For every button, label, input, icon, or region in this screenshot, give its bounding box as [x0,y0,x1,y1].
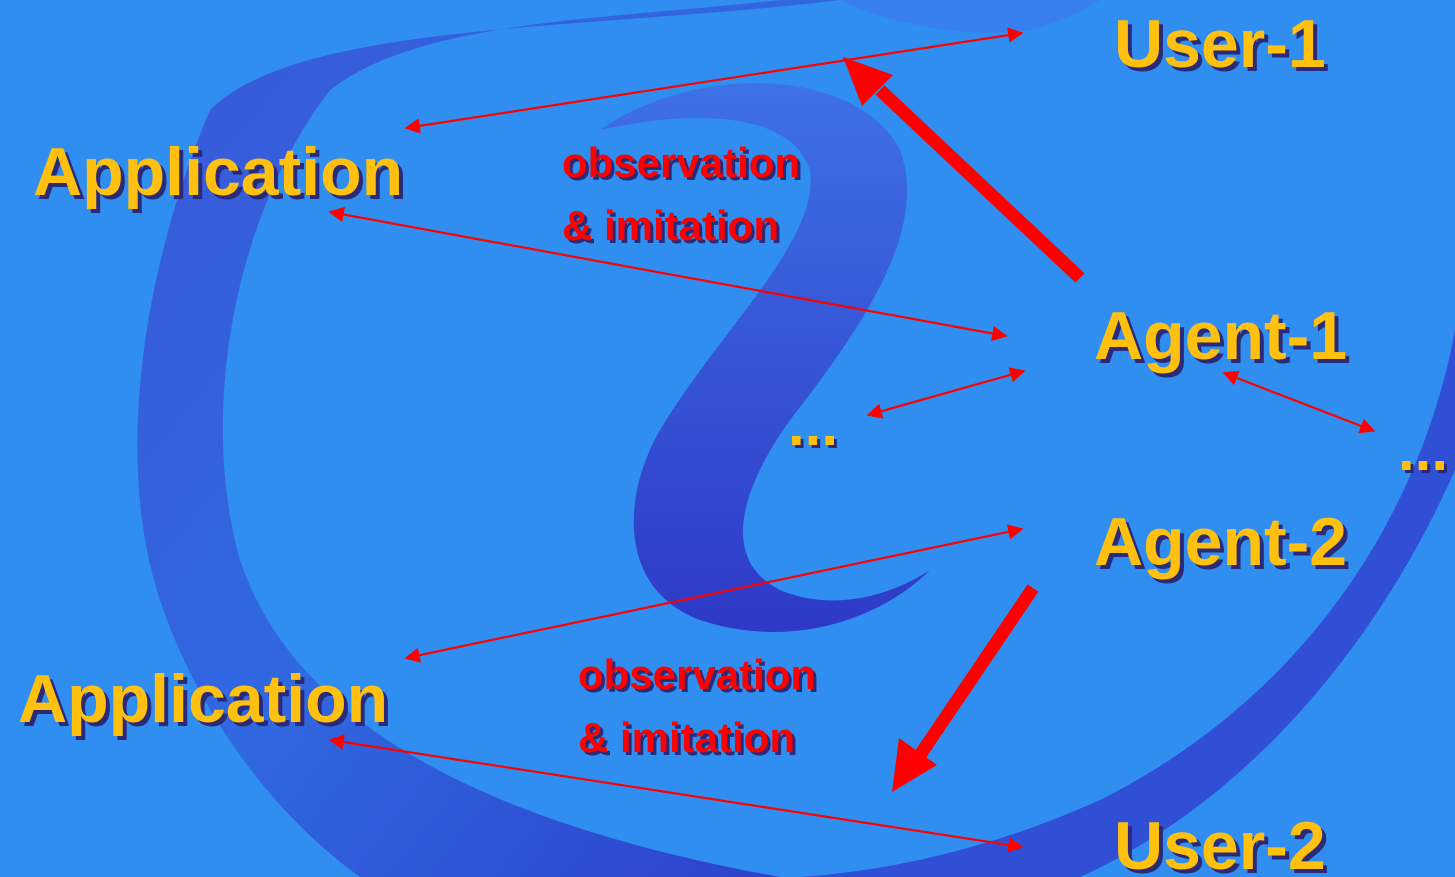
thick-arrow-agent-2-to-user-2-head [892,738,937,792]
thick-arrow-agent-1-to-user-1-head [843,57,893,106]
arrow-ellipsis-to-agent-1 [866,367,1026,419]
thick-arrow-agent-1-to-user-1-shaft [875,85,1085,283]
arrow-application-top-to-agent-1 [328,206,1008,342]
user-2-node: User-2 [1114,808,1326,877]
application-top-node: Application [33,134,404,210]
edge-label-top-line-1: observation [562,139,801,186]
connector-arrows [328,27,1376,853]
edge-label-top-line-2: & imitation [562,202,779,249]
edge-label-bottom-line-2: & imitation [578,714,795,761]
arrow-application-bottom-to-agent-2 [404,524,1024,663]
edge-label-bottom-line-1: observation [578,651,817,698]
thick-arrow-agent-2-to-user-2-shaft [912,584,1039,762]
agent-1-node: Agent-1 [1094,298,1348,374]
arrow-application-bottom-to-user-2 [328,734,1024,853]
user-1-node: User-1 [1114,6,1326,82]
agent-2-node: Agent-2 [1094,504,1348,580]
arrow-application-top-to-user-1 [404,27,1024,134]
edge-label-bottom: observation & imitation [578,643,816,769]
application-bottom-node: Application [18,661,389,737]
ellipsis-center: ... [788,391,839,458]
ellipsis-right: ... [1398,416,1449,483]
imitation-arrows [843,57,1085,792]
edge-label-top: observation & imitation [562,131,800,257]
arrow-agent-1-to-ellipsis-right [1222,370,1376,434]
